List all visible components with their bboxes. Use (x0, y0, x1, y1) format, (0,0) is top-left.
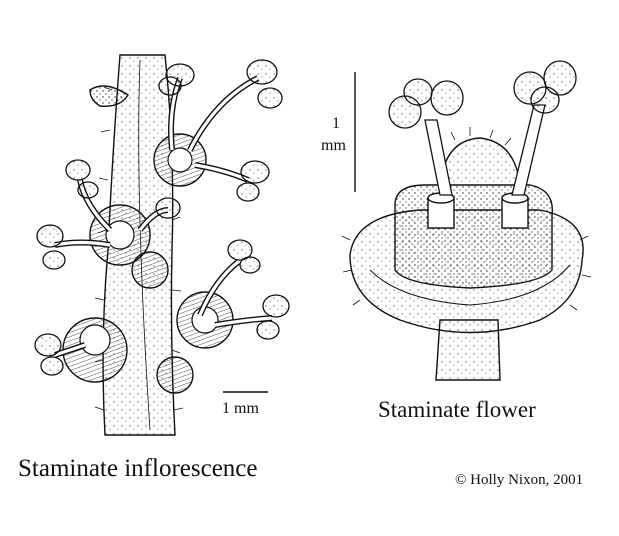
inflorescence-drawing (34, 54, 290, 436)
stamen-filament (424, 104, 546, 196)
anther (34, 59, 290, 376)
flower-caption: Staminate flower (378, 397, 536, 422)
flower-scale-label-number: 1 (332, 115, 340, 132)
anther (388, 60, 577, 129)
inflorescence-scale-label: 1 mm (222, 400, 259, 417)
inflorescence-caption: Staminate inflorescence (18, 455, 258, 482)
copyright-credit: © Holly Nixon, 2001 (455, 472, 584, 488)
flower-scale-label-unit: mm (321, 137, 346, 154)
flower-drawing (341, 60, 592, 381)
pistillode (394, 184, 554, 289)
